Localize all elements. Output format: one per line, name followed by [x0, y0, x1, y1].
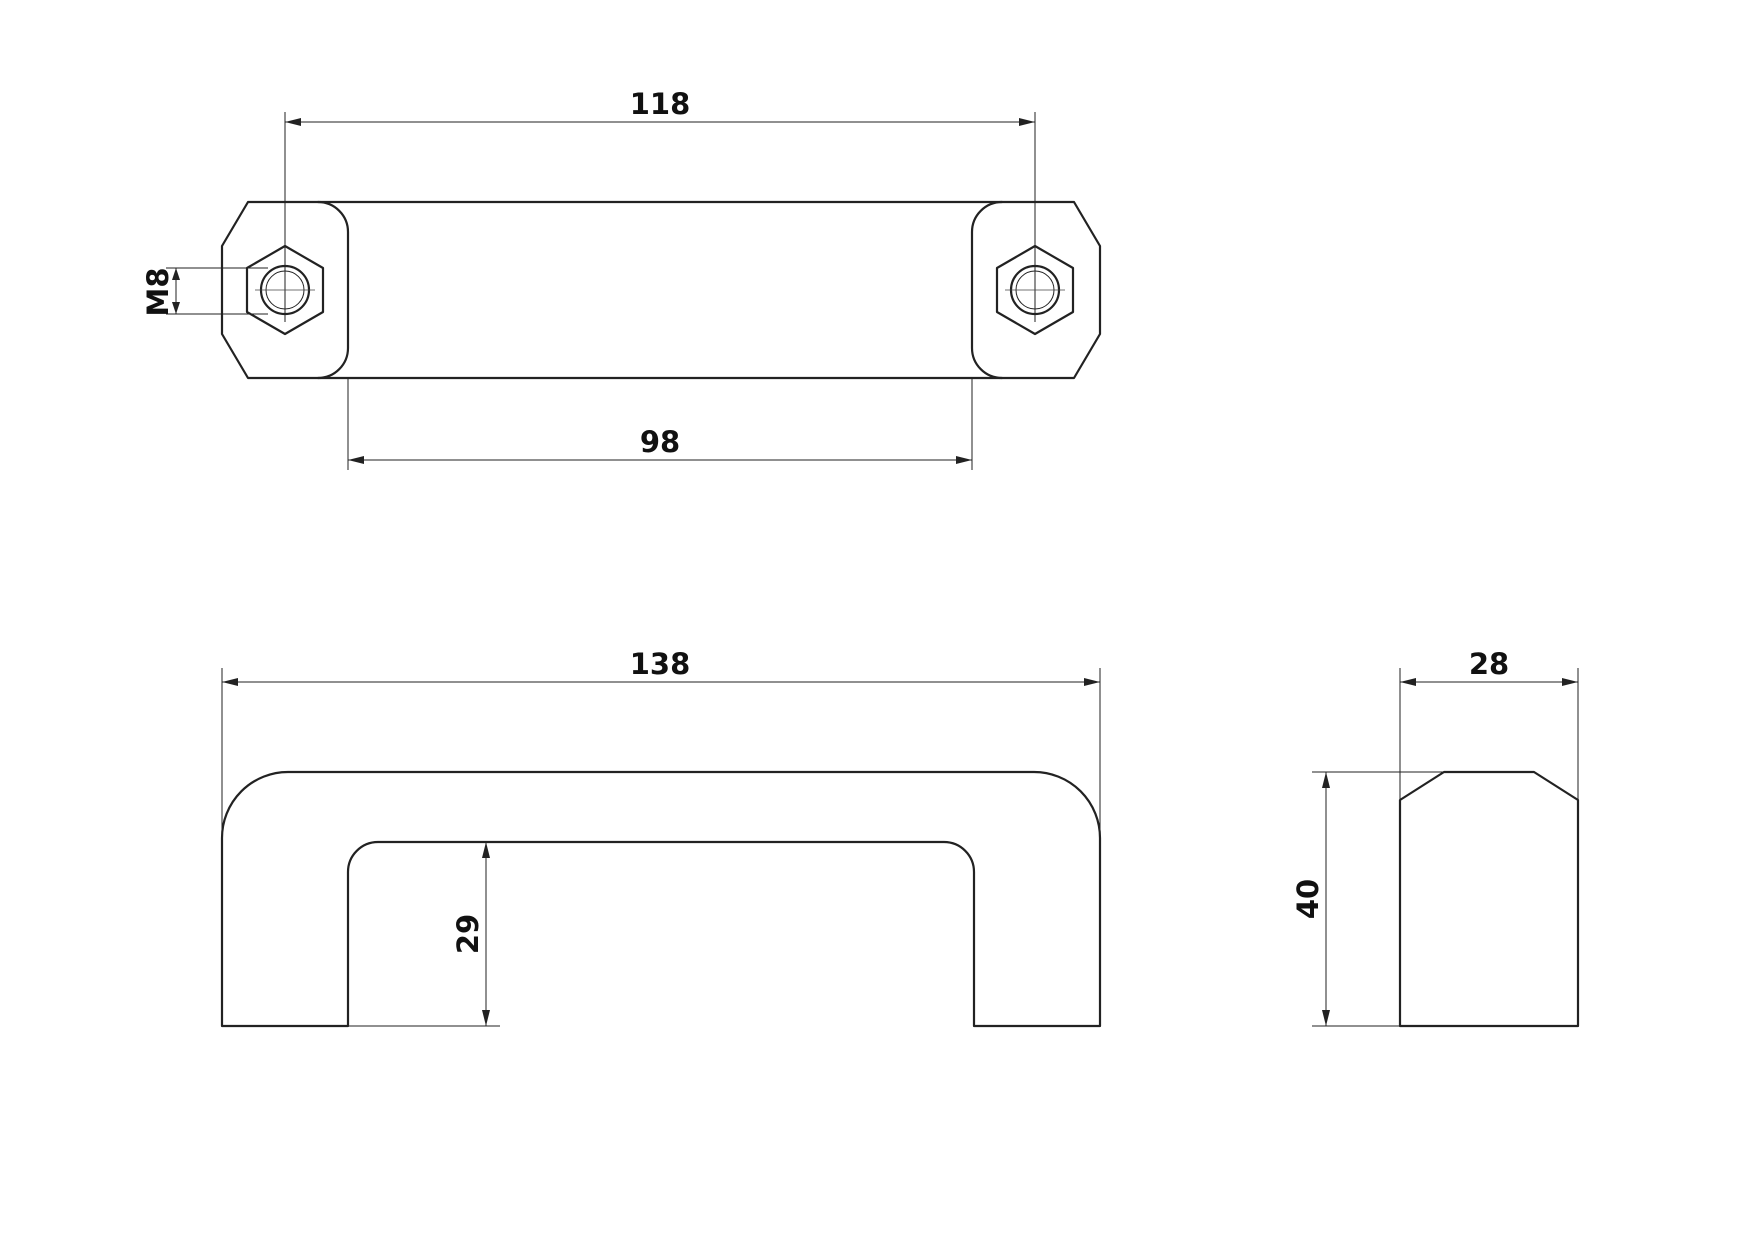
arrow-118-left — [285, 118, 301, 126]
arrow-98-right — [956, 456, 972, 464]
dim-label-29: 29 — [451, 914, 485, 954]
right-hex-outline — [995, 244, 1075, 336]
arrow-40-top — [1322, 772, 1330, 788]
top-view-right-pad-edge — [970, 200, 1004, 380]
front-view: 138 29 — [220, 647, 1102, 1028]
arrow-98-left — [348, 456, 364, 464]
dim-label-118: 118 — [630, 87, 691, 121]
dim-label-m8: M8 — [141, 267, 175, 316]
arrow-28-left — [1400, 678, 1416, 686]
arrow-138-left — [222, 678, 238, 686]
side-view-outline — [1398, 770, 1580, 1028]
arrow-m8-top — [172, 268, 180, 280]
arrow-40-bottom — [1322, 1010, 1330, 1026]
arrow-28-right — [1562, 678, 1578, 686]
arrow-29-top — [482, 842, 490, 858]
dim-label-28: 28 — [1469, 647, 1509, 681]
arrow-29-bottom — [482, 1010, 490, 1026]
arrow-138-right — [1084, 678, 1100, 686]
dim-label-40: 40 — [1291, 879, 1325, 919]
top-view-outline — [220, 200, 1102, 380]
arrow-118-right — [1019, 118, 1035, 126]
side-view: 28 40 — [1291, 647, 1580, 1028]
dim-label-98: 98 — [640, 425, 680, 459]
front-view-outline — [220, 770, 1102, 1028]
dim-label-138: 138 — [630, 647, 691, 681]
arrow-m8-bottom — [172, 302, 180, 314]
top-view: 118 98 M8 — [141, 87, 1102, 470]
top-view-left-pad-edge — [316, 200, 350, 380]
